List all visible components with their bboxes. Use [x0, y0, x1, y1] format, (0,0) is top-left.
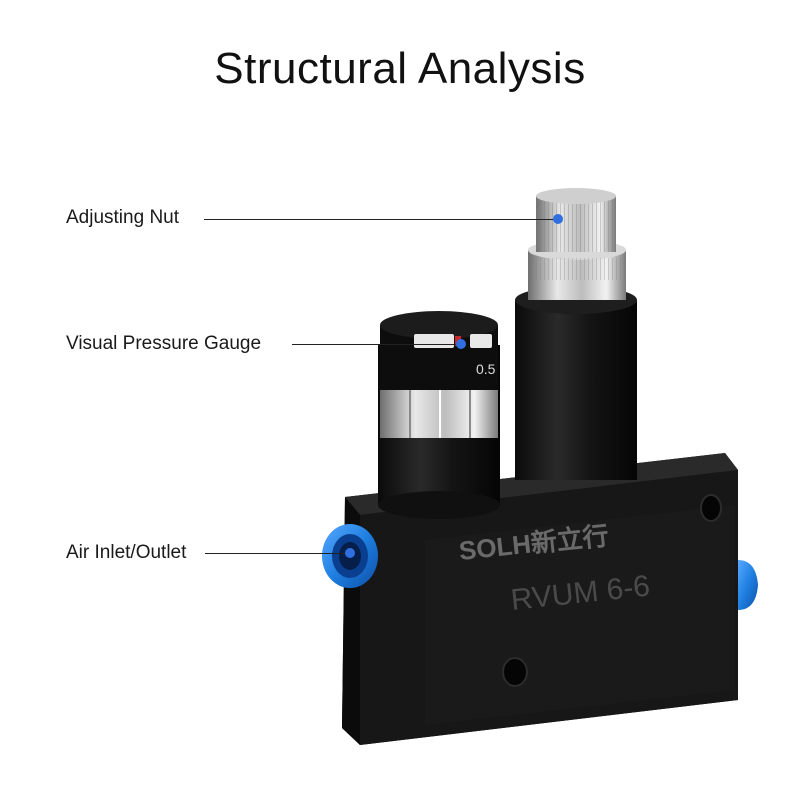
callout-pressure-gauge-label: Visual Pressure Gauge — [66, 333, 262, 354]
callout-air-inlet-line — [205, 553, 345, 554]
page-title: Structural Analysis — [214, 44, 586, 93]
callout-air-inlet-label: Air Inlet/Outlet — [66, 542, 187, 563]
gauge-scale-text: 0.5 — [476, 361, 496, 377]
callout-adjusting-nut-label: Adjusting Nut — [66, 207, 180, 228]
callout-pressure-gauge-dot — [456, 339, 466, 349]
callout-pressure-gauge-line — [292, 344, 460, 345]
callout-adjusting-nut-line — [204, 219, 556, 220]
callout-air-inlet-dot — [345, 548, 355, 558]
callout-adjusting-nut-dot — [553, 214, 563, 224]
